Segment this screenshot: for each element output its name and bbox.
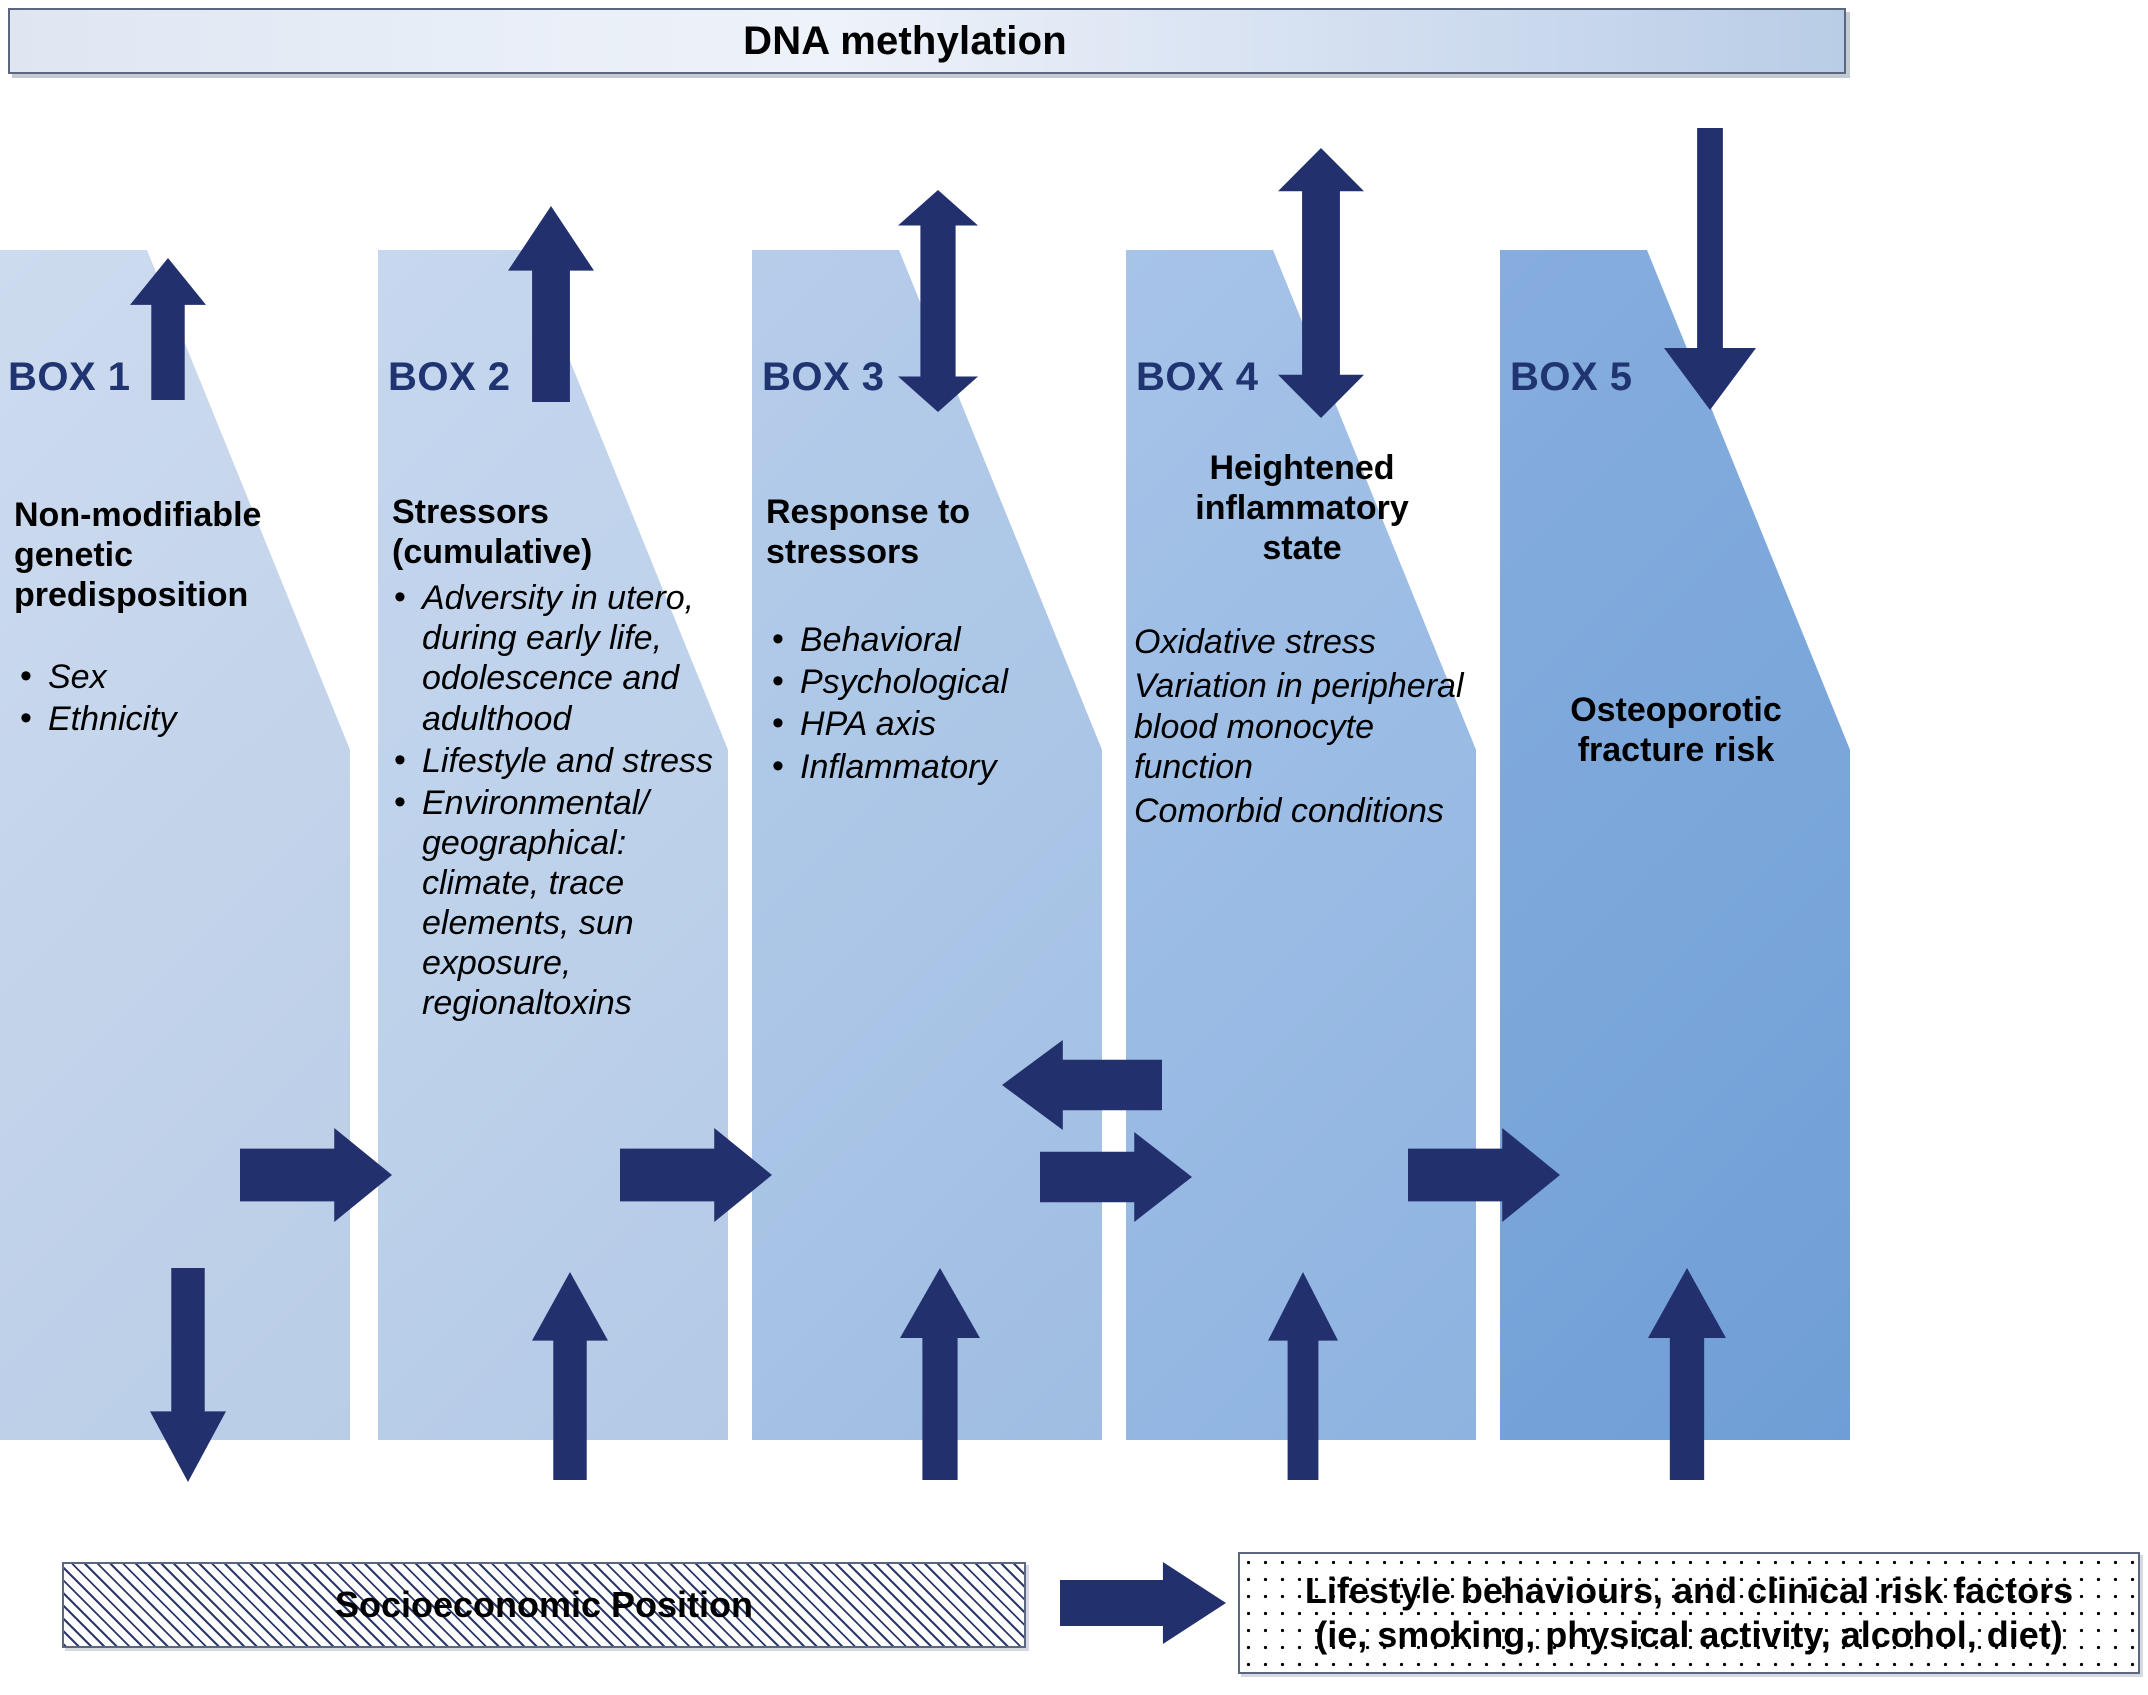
box-3-heading-line-1: Response to <box>766 493 971 531</box>
list-item: Lifestyle and stress <box>392 740 722 781</box>
list-item: Inflammatory <box>766 746 1096 787</box>
arrow-box4-methylation-bidirectional <box>1278 148 1364 418</box>
box-2-list: Adversity in utero, during early life, o… <box>392 577 722 1024</box>
box-4-paragraph-2: Variation in peripheral blood monocyte f… <box>1134 667 1464 786</box>
lifestyle-behaviours-label: Lifestyle behaviours, and clinical risk … <box>1305 1569 2073 1657</box>
box-5-shape <box>1500 250 1850 1440</box>
box-3-heading-line-2: stressors <box>766 533 920 572</box>
page-title: DNA methylation <box>743 18 1067 63</box>
list-item: HPA axis <box>766 703 1096 744</box>
box-3-content: Response to stressors Behavioral Psychol… <box>766 492 1096 789</box>
list-item: Environmental/ geographical: climate, tr… <box>392 782 722 1024</box>
lifestyle-behaviours-box: Lifestyle behaviours, and clinical risk … <box>1238 1552 2140 1674</box>
box-3-label: BOX 3 <box>762 355 885 399</box>
socioeconomic-position-label: Socioeconomic Position <box>334 1584 754 1625</box>
box-1-content: Non-modifiable genetic predisposition Se… <box>14 495 344 742</box>
box-3-list: Behavioral Psychological HPA axis Inflam… <box>766 619 1096 787</box>
box-4-paragraph-1: Oxidative stress <box>1134 623 1376 662</box>
box-4-heading-line-1: Heightened <box>1209 449 1395 487</box>
box-4-label: BOX 4 <box>1136 355 1259 399</box>
socioeconomic-position-box: Socioeconomic Position <box>62 1562 1026 1648</box>
box-4-heading-line-2: inflammatory <box>1195 489 1409 528</box>
list-item: Behavioral <box>766 619 1096 660</box>
box-4-shape <box>1126 250 1476 1440</box>
lifestyle-line-2: (ie, smoking, physical activity, alcohol… <box>1315 1614 2063 1655</box>
box-2-heading-line-2: (cumulative) <box>392 533 593 572</box>
box-5-label: BOX 5 <box>1510 355 1633 399</box>
box-1-label: BOX 1 <box>8 355 131 399</box>
box-1-heading-line-2: genetic <box>14 536 134 575</box>
box-1-list: Sex Ethnicity <box>14 656 344 739</box>
dna-methylation-banner: DNA methylation <box>8 8 1846 74</box>
box-2-label: BOX 2 <box>388 355 511 399</box>
arrow-socioeconomic-to-lifestyle <box>1060 1562 1226 1644</box>
box-4-heading-line-3: state <box>1262 529 1342 568</box>
box-1-heading-line-3: predisposition <box>14 576 249 615</box>
lifestyle-line-1: Lifestyle behaviours, and clinical risk … <box>1304 1570 2074 1612</box>
box-5-heading-line-2: fracture risk <box>1577 731 1775 770</box>
box-1-shape <box>0 250 350 1440</box>
box-5-content: Osteoporotic fracture risk <box>1508 690 1844 770</box>
box-2-heading-line-1: Stressors <box>392 493 549 531</box>
list-item: Psychological <box>766 661 1096 702</box>
box-4-paragraph-3: Comorbid conditions <box>1134 791 1444 830</box>
box-5-heading-line-1: Osteoporotic <box>1570 691 1782 729</box>
list-item: Sex <box>14 656 344 697</box>
list-item: Adversity in utero, during early life, o… <box>392 577 722 738</box>
box-4-content: Heightened inflammatory state Oxidative … <box>1134 448 1470 831</box>
list-item: Ethnicity <box>14 698 344 739</box>
box-3-shape <box>752 250 1102 1440</box>
box-2-content: Stressors (cumulative) Adversity in uter… <box>392 492 722 1025</box>
box-1-heading-line-1: Non-modifiable <box>14 496 262 534</box>
